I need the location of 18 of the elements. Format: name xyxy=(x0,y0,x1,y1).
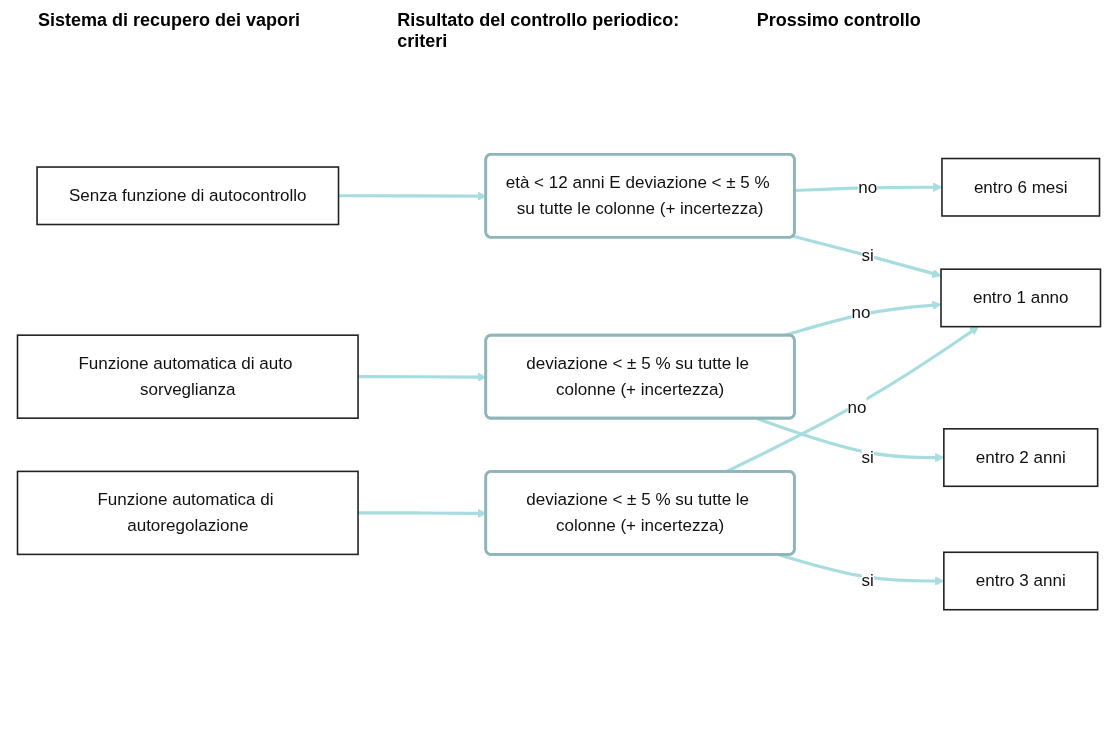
edge-label: no xyxy=(847,397,867,416)
column-heading: Prossimo controllo xyxy=(756,10,922,32)
node-box: Senza funzione di autocontrollo xyxy=(36,166,340,226)
node-box: entro 1 anno xyxy=(940,268,1102,328)
column-heading: Sistema di recupero dei vapori xyxy=(37,10,302,32)
edge-label: si xyxy=(861,245,874,264)
node-box: entro 3 anni xyxy=(943,551,1099,611)
node-box: entro 2 anni xyxy=(943,428,1099,488)
edge-label: si xyxy=(861,447,874,467)
column-heading: Risultato del controllo periodico: criteri xyxy=(397,10,681,52)
edge-label: no xyxy=(851,303,871,322)
edge-label: no xyxy=(858,177,878,196)
arrow xyxy=(792,234,942,278)
arrow xyxy=(783,300,942,338)
node-box: entro 6 mesi xyxy=(941,157,1101,217)
node-box: Funzione automatica di auto sorveglianza xyxy=(16,334,359,419)
node-box: Funzione automatica di autoregolazione xyxy=(16,470,359,556)
edge-label: si xyxy=(861,571,874,590)
